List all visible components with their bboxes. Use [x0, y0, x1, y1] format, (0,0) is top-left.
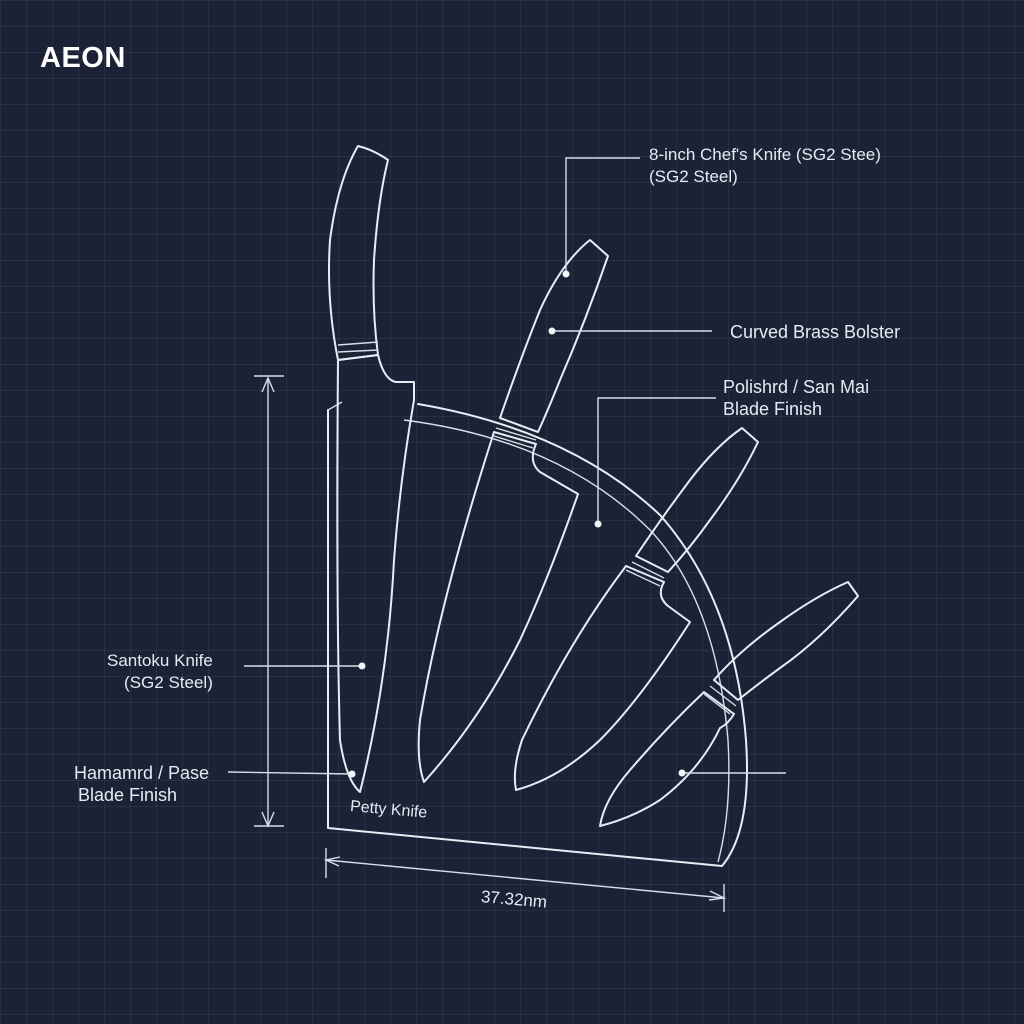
- callout-santoku-line2: (SG2 Steel): [124, 673, 213, 692]
- callout-santoku: Santoku Knife (SG2 Steel): [107, 650, 213, 694]
- callout-polished-line2: Blade Finish: [723, 399, 823, 419]
- callout-bolster-line1: Curved Brass Bolster: [730, 322, 901, 342]
- callout-hammered: Hamamrd / Pase Blade Finish: [74, 762, 209, 806]
- callout-chef-knife-line1: 8-inch Chef's Knife (SG2 Stee): [649, 145, 881, 164]
- callout-bolster: Curved Brass Bolster: [730, 321, 900, 343]
- width-dimension: [323, 848, 727, 912]
- knife-3: [513, 427, 759, 791]
- knife-2: [417, 239, 609, 783]
- knife-1: [328, 145, 415, 793]
- callout-polished-line1: Polishrd / San Mai: [723, 377, 870, 397]
- callout-santoku-line1: Santoku Knife: [107, 651, 213, 670]
- callout-polished: Polishrd / San Mai Blade Finish: [723, 376, 869, 420]
- callout-hammered-line1: Hamamrd / Pase: [74, 763, 210, 783]
- callout-chef-knife: 8-inch Chef's Knife (SG2 Stee) (SG2 Stee…: [649, 144, 881, 188]
- knife-4: [599, 581, 859, 827]
- knife-block-stand: [327, 401, 748, 867]
- callout-chef-knife-line2: (SG2 Steel): [649, 167, 738, 186]
- callout-leaders: [227, 157, 786, 778]
- height-dimension: [254, 375, 284, 828]
- callout-hammered-line2: Blade Finish: [78, 785, 178, 805]
- brand-logo: AEON: [40, 42, 126, 74]
